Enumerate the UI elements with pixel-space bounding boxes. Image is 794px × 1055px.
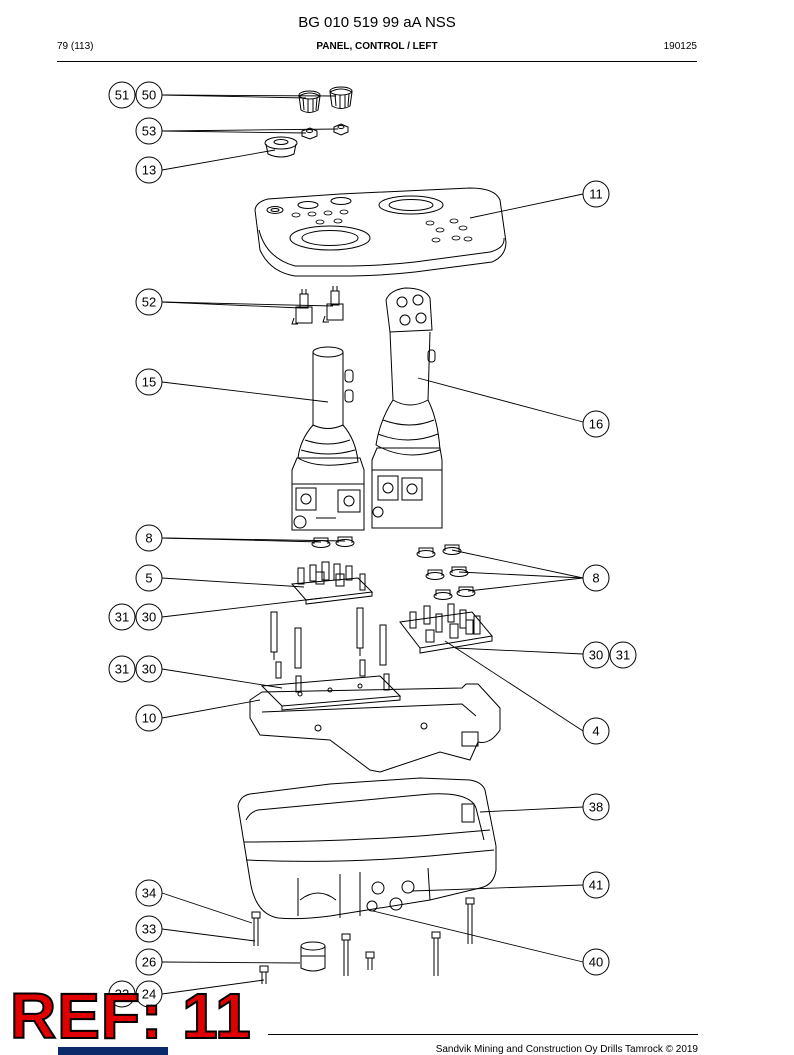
mounting-plate-part bbox=[260, 675, 402, 711]
callout-11: 11 bbox=[582, 180, 610, 208]
callout-8-right: 8 bbox=[582, 564, 610, 592]
callout-13: 13 bbox=[135, 156, 163, 184]
callout-52: 52 bbox=[135, 288, 163, 316]
svg-text:52: 52 bbox=[142, 295, 156, 310]
top-panel-part bbox=[254, 187, 507, 277]
callout-8-left: 8 bbox=[135, 524, 163, 552]
grommet-part bbox=[264, 136, 298, 158]
callout-30-upper: 30 bbox=[135, 603, 163, 631]
ref-overlay-label: REF: 11 bbox=[9, 980, 252, 1052]
screw-part bbox=[251, 897, 475, 984]
svg-text:26: 26 bbox=[142, 955, 156, 970]
switch-part bbox=[291, 289, 313, 325]
svg-text:34: 34 bbox=[142, 886, 156, 901]
page-number: 79 (113) bbox=[57, 41, 94, 52]
valve-plate-part bbox=[290, 561, 374, 605]
housing-part bbox=[237, 777, 497, 920]
washer-part bbox=[311, 536, 355, 548]
callout-16: 16 bbox=[582, 410, 610, 438]
callout-40: 40 bbox=[582, 948, 610, 976]
callout-38: 38 bbox=[582, 793, 610, 821]
knob-part bbox=[329, 86, 353, 109]
svg-text:38: 38 bbox=[589, 800, 603, 815]
footer-copyright: Sandvik Mining and Construction Oy Drill… bbox=[435, 1044, 698, 1055]
callout-32: 32 bbox=[108, 980, 136, 1008]
washer-part bbox=[416, 544, 476, 600]
svg-text:11: 11 bbox=[589, 187, 603, 202]
svg-text:8: 8 bbox=[592, 571, 599, 586]
svg-text:10: 10 bbox=[142, 711, 156, 726]
svg-text:30: 30 bbox=[142, 662, 156, 677]
callout-34: 34 bbox=[135, 879, 163, 907]
fitting-part bbox=[300, 941, 326, 972]
brand-logo bbox=[58, 1047, 168, 1055]
nut-part bbox=[301, 127, 318, 140]
switch-part bbox=[322, 286, 344, 323]
valve-plate-part bbox=[399, 603, 493, 654]
callout-41: 41 bbox=[582, 871, 610, 899]
document-id: BG 010 519 99 aA NSS bbox=[298, 14, 456, 31]
svg-text:24: 24 bbox=[142, 987, 156, 1002]
svg-text:8: 8 bbox=[145, 531, 152, 546]
callout-15: 15 bbox=[135, 368, 163, 396]
callout-53: 53 bbox=[135, 117, 163, 145]
callout-4: 4 bbox=[582, 717, 610, 745]
svg-text:31: 31 bbox=[115, 662, 129, 677]
svg-text:40: 40 bbox=[589, 955, 603, 970]
nut-part bbox=[333, 123, 349, 136]
svg-text:15: 15 bbox=[142, 375, 156, 390]
section-title: PANEL, CONTROL / LEFT bbox=[316, 41, 438, 52]
leader-lines bbox=[161, 94, 584, 995]
svg-text:4: 4 bbox=[592, 724, 599, 739]
header-rule bbox=[57, 61, 697, 62]
svg-text:32: 32 bbox=[115, 987, 129, 1002]
callout-30-right: 30 bbox=[582, 641, 610, 669]
svg-text:51: 51 bbox=[115, 88, 129, 103]
joystick-part bbox=[291, 346, 365, 531]
callout-30-lower: 30 bbox=[135, 655, 163, 683]
svg-text:33: 33 bbox=[142, 922, 156, 937]
callout-31-upper: 31 bbox=[108, 603, 136, 631]
svg-text:31: 31 bbox=[616, 648, 630, 663]
date-code: 190125 bbox=[663, 41, 697, 52]
joystick-part bbox=[371, 287, 443, 529]
svg-text:16: 16 bbox=[589, 417, 603, 432]
svg-text:30: 30 bbox=[142, 610, 156, 625]
svg-text:5: 5 bbox=[145, 571, 152, 586]
callout-24: 24 bbox=[135, 980, 163, 1008]
svg-text:41: 41 bbox=[589, 878, 603, 893]
frame-part bbox=[249, 683, 501, 773]
callout-51: 51 bbox=[108, 81, 136, 109]
footer-rule bbox=[268, 1034, 698, 1035]
svg-text:30: 30 bbox=[589, 648, 603, 663]
callout-5: 5 bbox=[135, 564, 163, 592]
callout-33: 33 bbox=[135, 915, 163, 943]
svg-text:53: 53 bbox=[142, 124, 156, 139]
standoff-part bbox=[270, 607, 390, 693]
svg-text:50: 50 bbox=[142, 88, 156, 103]
callout-50: 50 bbox=[135, 81, 163, 109]
callout-26: 26 bbox=[135, 948, 163, 976]
callout-31-right: 31 bbox=[609, 641, 637, 669]
svg-text:13: 13 bbox=[142, 163, 156, 178]
callout-31-lower: 31 bbox=[108, 655, 136, 683]
svg-text:31: 31 bbox=[115, 610, 129, 625]
knob-part bbox=[298, 90, 321, 113]
callout-10: 10 bbox=[135, 704, 163, 732]
